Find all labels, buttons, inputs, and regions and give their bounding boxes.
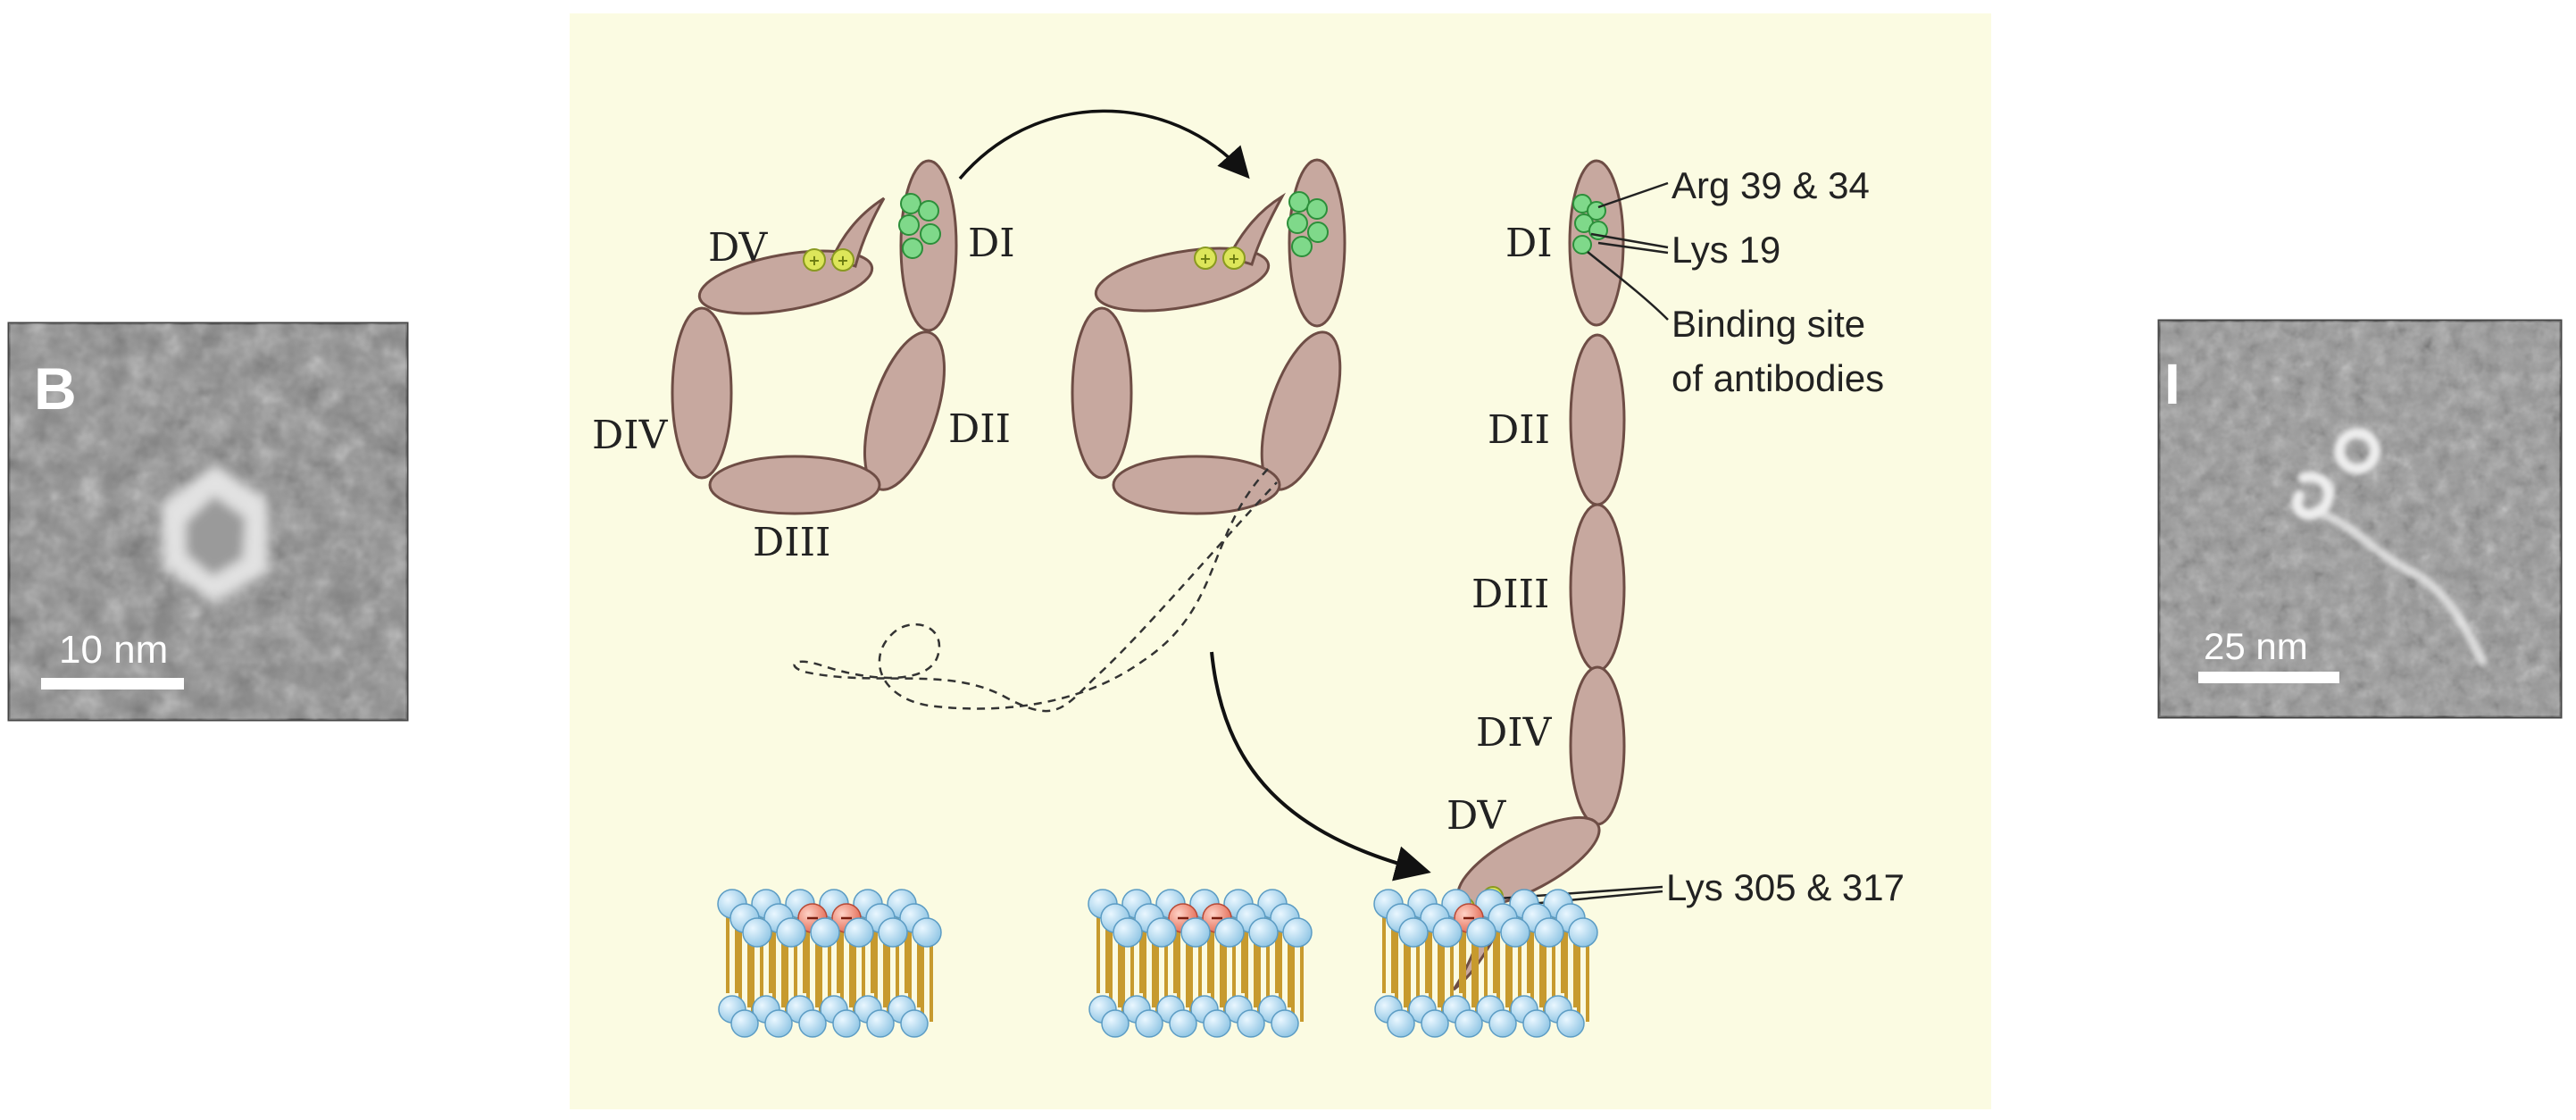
bilayer-1 bbox=[717, 889, 942, 1038]
annotation-binding-line1: Binding site bbox=[1671, 303, 1865, 345]
domain-d3-open bbox=[1112, 455, 1281, 515]
open-epitope-cluster bbox=[1287, 191, 1329, 257]
bilayer-2 bbox=[1088, 889, 1313, 1038]
domain-d4-extended bbox=[1569, 665, 1626, 826]
domain-d3-closed bbox=[708, 455, 881, 515]
domain-d2-extended bbox=[1569, 333, 1626, 506]
dashed-unfolding-path bbox=[793, 468, 1278, 713]
label-dv-closed: DV bbox=[708, 225, 769, 271]
svg-text:+: + bbox=[808, 252, 820, 269]
em-panel-right: I 25 nm bbox=[2157, 319, 2563, 719]
svg-text:+: + bbox=[1199, 250, 1211, 267]
panel-letter-i: I bbox=[2164, 352, 2180, 416]
label-diii-closed: DIII bbox=[753, 520, 830, 565]
annotation-arg: Arg 39 & 34 bbox=[1671, 164, 1870, 206]
scale-bar-label-left: 10 nm bbox=[59, 628, 168, 672]
closed-positive-charges bbox=[803, 248, 854, 272]
domain-dv-closed bbox=[697, 249, 874, 315]
label-diii-extended: DIII bbox=[1471, 572, 1549, 617]
bilayer-3 bbox=[1373, 889, 1598, 1038]
closed-epitope-cluster bbox=[898, 193, 941, 259]
label-di-extended: DI bbox=[1505, 221, 1553, 266]
closed-conformation bbox=[671, 159, 958, 515]
label-dii-closed: DII bbox=[948, 406, 1011, 452]
annotation-binding-line2: of antibodies bbox=[1671, 357, 1884, 399]
lipid-bilayers bbox=[717, 889, 1598, 1038]
annotation-lys19: Lys 19 bbox=[1671, 229, 1780, 271]
svg-text:+: + bbox=[1228, 250, 1239, 267]
label-dv-extended: DV bbox=[1446, 793, 1507, 839]
scale-bar-label-right: 25 nm bbox=[2204, 625, 2308, 667]
open-conformation bbox=[1071, 158, 1346, 515]
domain-d3-extended bbox=[1569, 503, 1626, 673]
svg-text:+: + bbox=[837, 252, 848, 269]
em-panel-left: B 10 nm bbox=[7, 322, 409, 722]
arrow-closed-to-open bbox=[958, 109, 1250, 180]
open-positive-charges bbox=[1194, 247, 1246, 270]
label-dii-extended: DII bbox=[1488, 407, 1550, 453]
scale-bar-left bbox=[41, 678, 184, 690]
dv-tail-open bbox=[1226, 192, 1286, 266]
annotation-lys305: Lys 305 & 317 bbox=[1666, 866, 1905, 908]
label-div-closed: DIV bbox=[592, 413, 669, 458]
panel-letter-b: B bbox=[34, 355, 77, 422]
scale-bar-right bbox=[2198, 672, 2339, 683]
label-div-extended: DIV bbox=[1476, 710, 1553, 756]
arrow-to-membrane bbox=[1210, 651, 1431, 882]
domain-d4-closed bbox=[671, 306, 733, 480]
label-di-closed: DI bbox=[968, 221, 1015, 266]
domain-d4-open bbox=[1071, 306, 1133, 480]
